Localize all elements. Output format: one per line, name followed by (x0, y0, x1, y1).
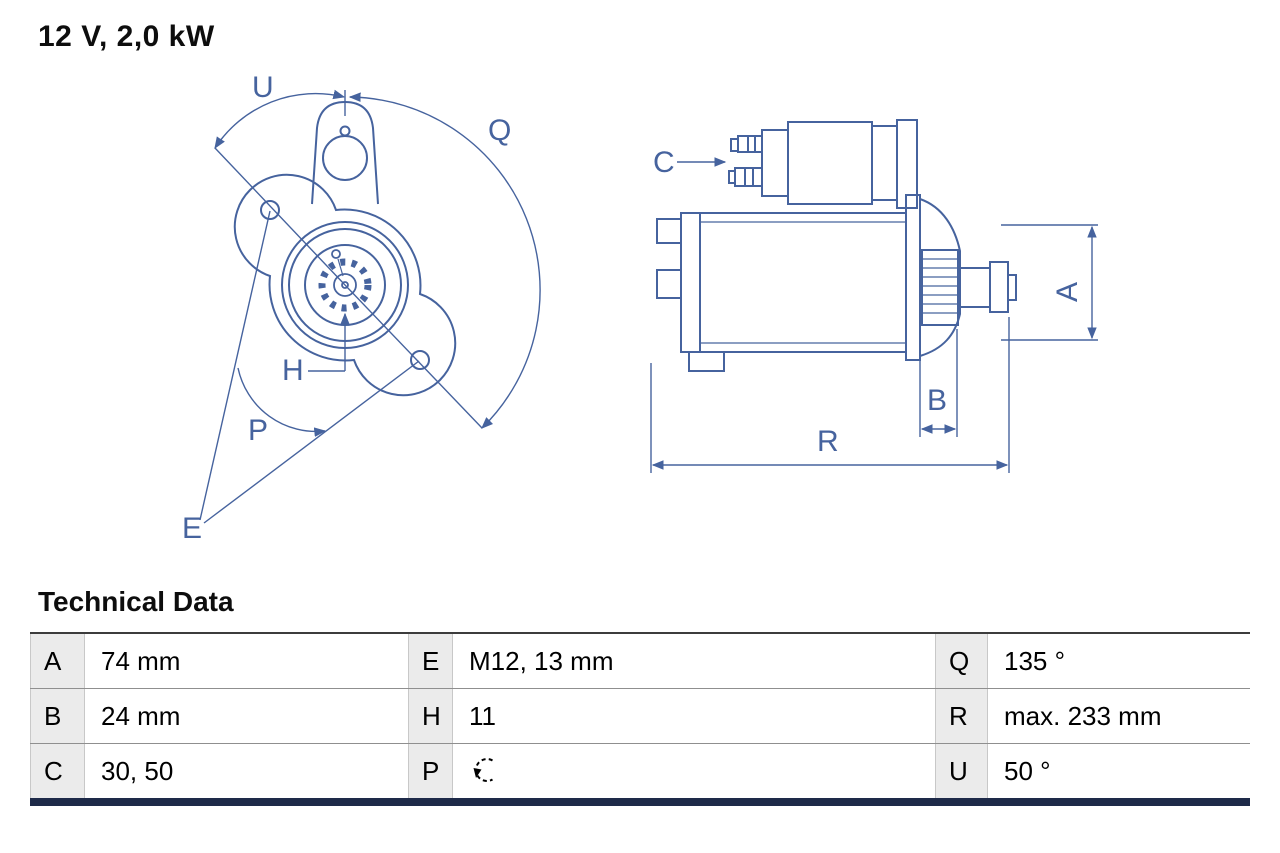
table-row: A 74 mm E M12, 13 mm Q 135 ° (30, 634, 1250, 689)
table-value-C: 30, 50 (85, 744, 408, 798)
radial-line-upper-left (214, 147, 346, 286)
table-row: B 24 mm H 11 R max. 233 mm (30, 689, 1250, 744)
motor-body (656, 212, 907, 372)
solenoid (761, 119, 918, 209)
front-dimension-lines (199, 89, 541, 524)
dim-arc-Q (348, 92, 541, 429)
table-key-P: P (408, 744, 453, 798)
page-title: 12 V, 2,0 kW (38, 20, 215, 53)
radial-line-lower-right (344, 284, 483, 429)
drive-end-housing (905, 194, 1017, 361)
table-value-E: M12, 13 mm (453, 634, 935, 688)
dim-arc-U (214, 89, 346, 150)
table-key-C: C (30, 744, 85, 798)
body-foot (688, 351, 725, 372)
leader-E-to-upper-hole (199, 210, 271, 521)
table-value-A: 74 mm (85, 634, 408, 688)
dim-label-Q: Q (488, 114, 511, 147)
dim-label-P: P (248, 414, 268, 447)
terminals (728, 135, 763, 187)
shaft-nose (1007, 274, 1017, 301)
dim-label-R: R (817, 425, 839, 458)
table-value-U: 50 ° (988, 744, 1250, 798)
table-value-Q: 135 ° (988, 634, 1250, 688)
side-view-drawing: C A B R (650, 119, 1098, 473)
shaft-end-cap (989, 261, 1009, 313)
leader-E-to-lower-hole (203, 360, 420, 524)
dim-arc-P (237, 367, 327, 437)
table-key-Q: Q (935, 634, 988, 688)
mounting-hole-upper-left (260, 200, 280, 220)
table-value-R: max. 233 mm (988, 689, 1250, 743)
dim-label-H: H (282, 354, 304, 387)
body-tab-upper (656, 218, 682, 244)
table-value-P (453, 744, 935, 798)
table-key-H: H (408, 689, 453, 743)
technical-data-table: A 74 mm E M12, 13 mm Q 135 ° B 24 mm H 1… (30, 632, 1250, 806)
front-view-drawing: U Q H P E (182, 71, 541, 545)
technical-data-heading: Technical Data (38, 586, 234, 617)
dim-label-U: U (252, 71, 274, 104)
table-key-E: E (408, 634, 453, 688)
table-key-R: R (935, 689, 988, 743)
dim-label-B: B (927, 384, 947, 417)
side-dimension-lines (650, 157, 1098, 473)
mounting-plate (905, 194, 921, 361)
table-key-B: B (30, 689, 85, 743)
dim-label-E: E (182, 512, 202, 545)
pinion-gear (921, 249, 959, 326)
table-value-B: 24 mm (85, 689, 408, 743)
table-key-U: U (935, 744, 988, 798)
table-row: C 30, 50 P U 50 ° (30, 744, 1250, 798)
dim-label-C: C (653, 146, 675, 179)
table-value-H: 11 (453, 689, 935, 743)
body-tab-lower (656, 269, 682, 299)
shaft (959, 267, 991, 308)
table-key-A: A (30, 634, 85, 688)
mounting-hole-lower-right (410, 350, 430, 370)
rotation-ccw-icon (473, 758, 494, 782)
dim-label-A: A (1051, 282, 1084, 302)
